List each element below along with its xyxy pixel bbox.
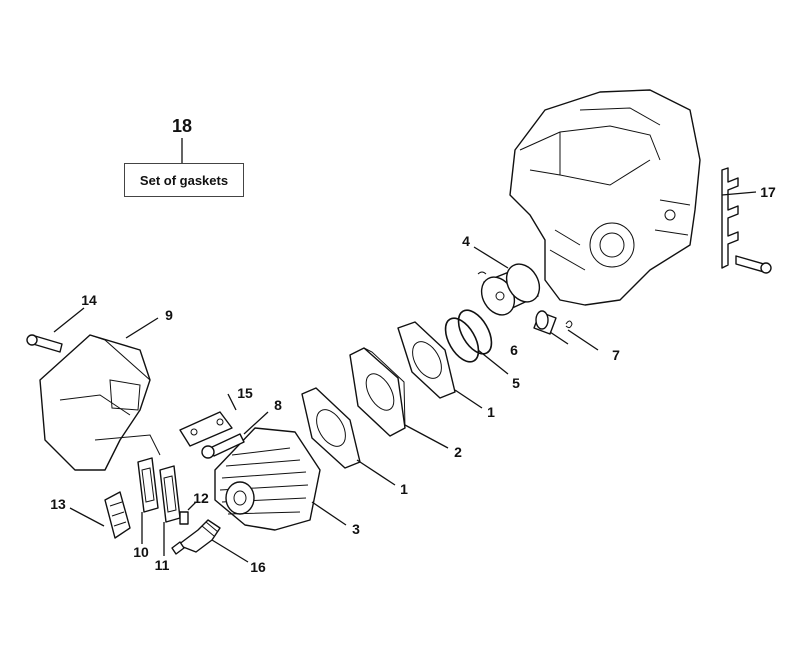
- callout-9: 9: [165, 307, 173, 323]
- part-8-screw: [201, 433, 245, 459]
- callout-14: 14: [81, 292, 97, 308]
- callout-13: 13: [50, 496, 66, 512]
- callout-18: 18: [172, 116, 192, 136]
- callout-2: 2: [454, 444, 462, 460]
- part-1-gasket-upper: [397, 321, 456, 399]
- callout-7: 7: [612, 347, 620, 363]
- part-11-gasket: [159, 465, 181, 523]
- callout-17: 17: [760, 184, 776, 200]
- part-16-spark-plug: [171, 519, 221, 555]
- callout-11: 11: [155, 557, 170, 573]
- callout-labels: 18 17 4 14 9 6 7 5 15 8 1 2 1 12 13 3 10…: [50, 116, 776, 575]
- part-12-screw: [179, 511, 189, 525]
- callout-3: 3: [352, 521, 360, 537]
- part-10-gasket: [137, 457, 159, 513]
- leader-lines: [53, 138, 757, 563]
- crankcase: [509, 89, 701, 306]
- gasket-set-label-box: Set of gaskets: [124, 163, 244, 197]
- part-3-cylinder: [214, 427, 321, 531]
- callout-16: 16: [250, 559, 266, 575]
- callout-8: 8: [274, 397, 282, 413]
- callout-12: 12: [193, 490, 209, 506]
- callout-15: 15: [237, 385, 253, 401]
- part-14-screw: [26, 334, 63, 353]
- part-13-intake-plate: [104, 491, 131, 539]
- part-17-bracket: [721, 167, 772, 274]
- part-6-piston-pin: [533, 310, 557, 335]
- callout-5: 5: [512, 375, 520, 391]
- callout-4: 4: [462, 233, 470, 249]
- part-5-piston-rings: [444, 309, 493, 363]
- part-15-flange-gasket: [179, 411, 233, 447]
- callout-6: 6: [510, 342, 518, 358]
- gasket-set-label: Set of gaskets: [139, 172, 229, 188]
- callout-10: 10: [133, 544, 149, 560]
- part-4-piston: [477, 263, 541, 316]
- callout-1-lower: 1: [400, 481, 408, 497]
- part-9-shroud: [39, 334, 161, 471]
- part-2-spacer: [349, 347, 406, 437]
- part-7-circlip: [565, 320, 573, 329]
- callout-1-upper: 1: [487, 404, 495, 420]
